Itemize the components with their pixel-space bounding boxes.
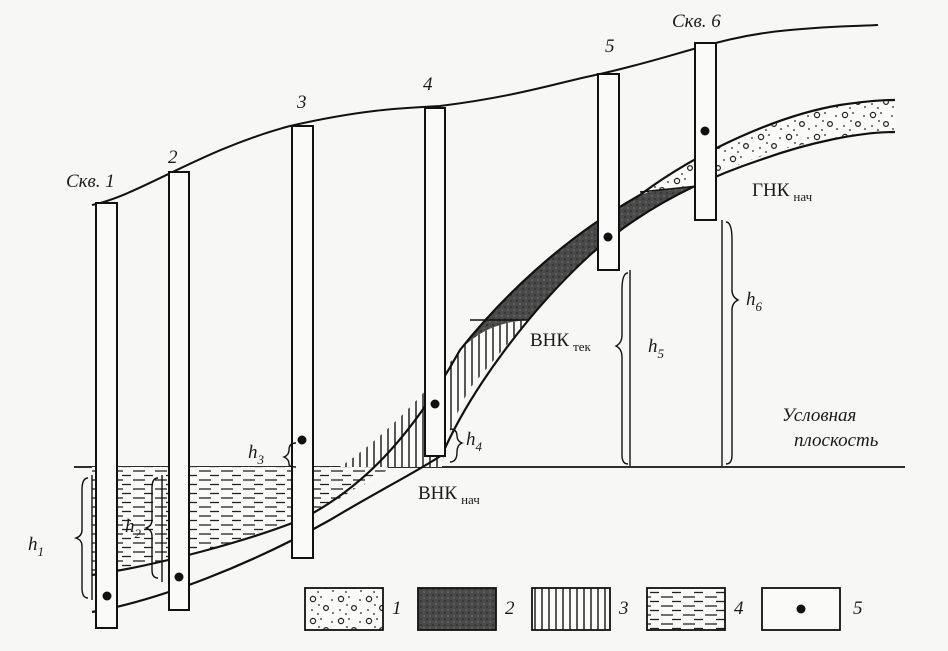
legend-num-4: 4 [734,598,744,619]
legend-swatch-2 [417,587,497,631]
legend-num-5: 5 [853,598,863,619]
h5-label: h5 [648,336,665,361]
datum-label-line1: Условная [782,405,856,426]
well-4 [424,107,446,457]
legend: 1 2 3 4 5 [304,587,863,631]
well-3-label: 3 [296,92,307,113]
h4-label: h4 [466,429,483,454]
gnk-boundary [639,185,699,193]
legend-perforation-dot [796,604,806,614]
well-2-label: 2 [168,147,178,168]
reservoir-roof-line [91,98,896,577]
well-6-label: Скв. 6 [672,11,721,32]
perforation-dot [174,572,184,582]
well-5-label: 5 [605,36,615,57]
zone-horizontal-dash-lower [92,467,388,575]
perforation-dot [297,435,307,445]
well-3 [291,125,314,559]
well-1-label: Скв. 1 [66,171,115,192]
perforation-dot [700,126,710,136]
legend-swatch-1 [304,587,384,631]
legend-swatch-4 [646,587,726,631]
h6-label: h6 [746,289,763,314]
h2-label: h2 [125,516,142,541]
well-5 [597,73,620,271]
ground-surface-line [91,24,879,206]
legend-swatch-3 [531,587,611,631]
h3-label: h3 [248,442,265,467]
well-6 [694,42,717,221]
perforation-dot [102,591,112,601]
datum-label-line2: плоскость [794,430,879,451]
perforation-dot [603,232,613,242]
perforation-dot [430,399,440,409]
well-4-label: 4 [423,74,433,95]
legend-num-2: 2 [505,598,515,619]
reservoir-floor-line [91,130,896,614]
well-2 [168,171,190,611]
height-indicators [73,220,740,600]
well-1 [95,202,118,629]
legend-num-3: 3 [618,598,629,619]
legend-num-1: 1 [392,598,402,619]
zone-oil-dark [460,186,698,350]
h1-label: h1 [28,534,44,559]
